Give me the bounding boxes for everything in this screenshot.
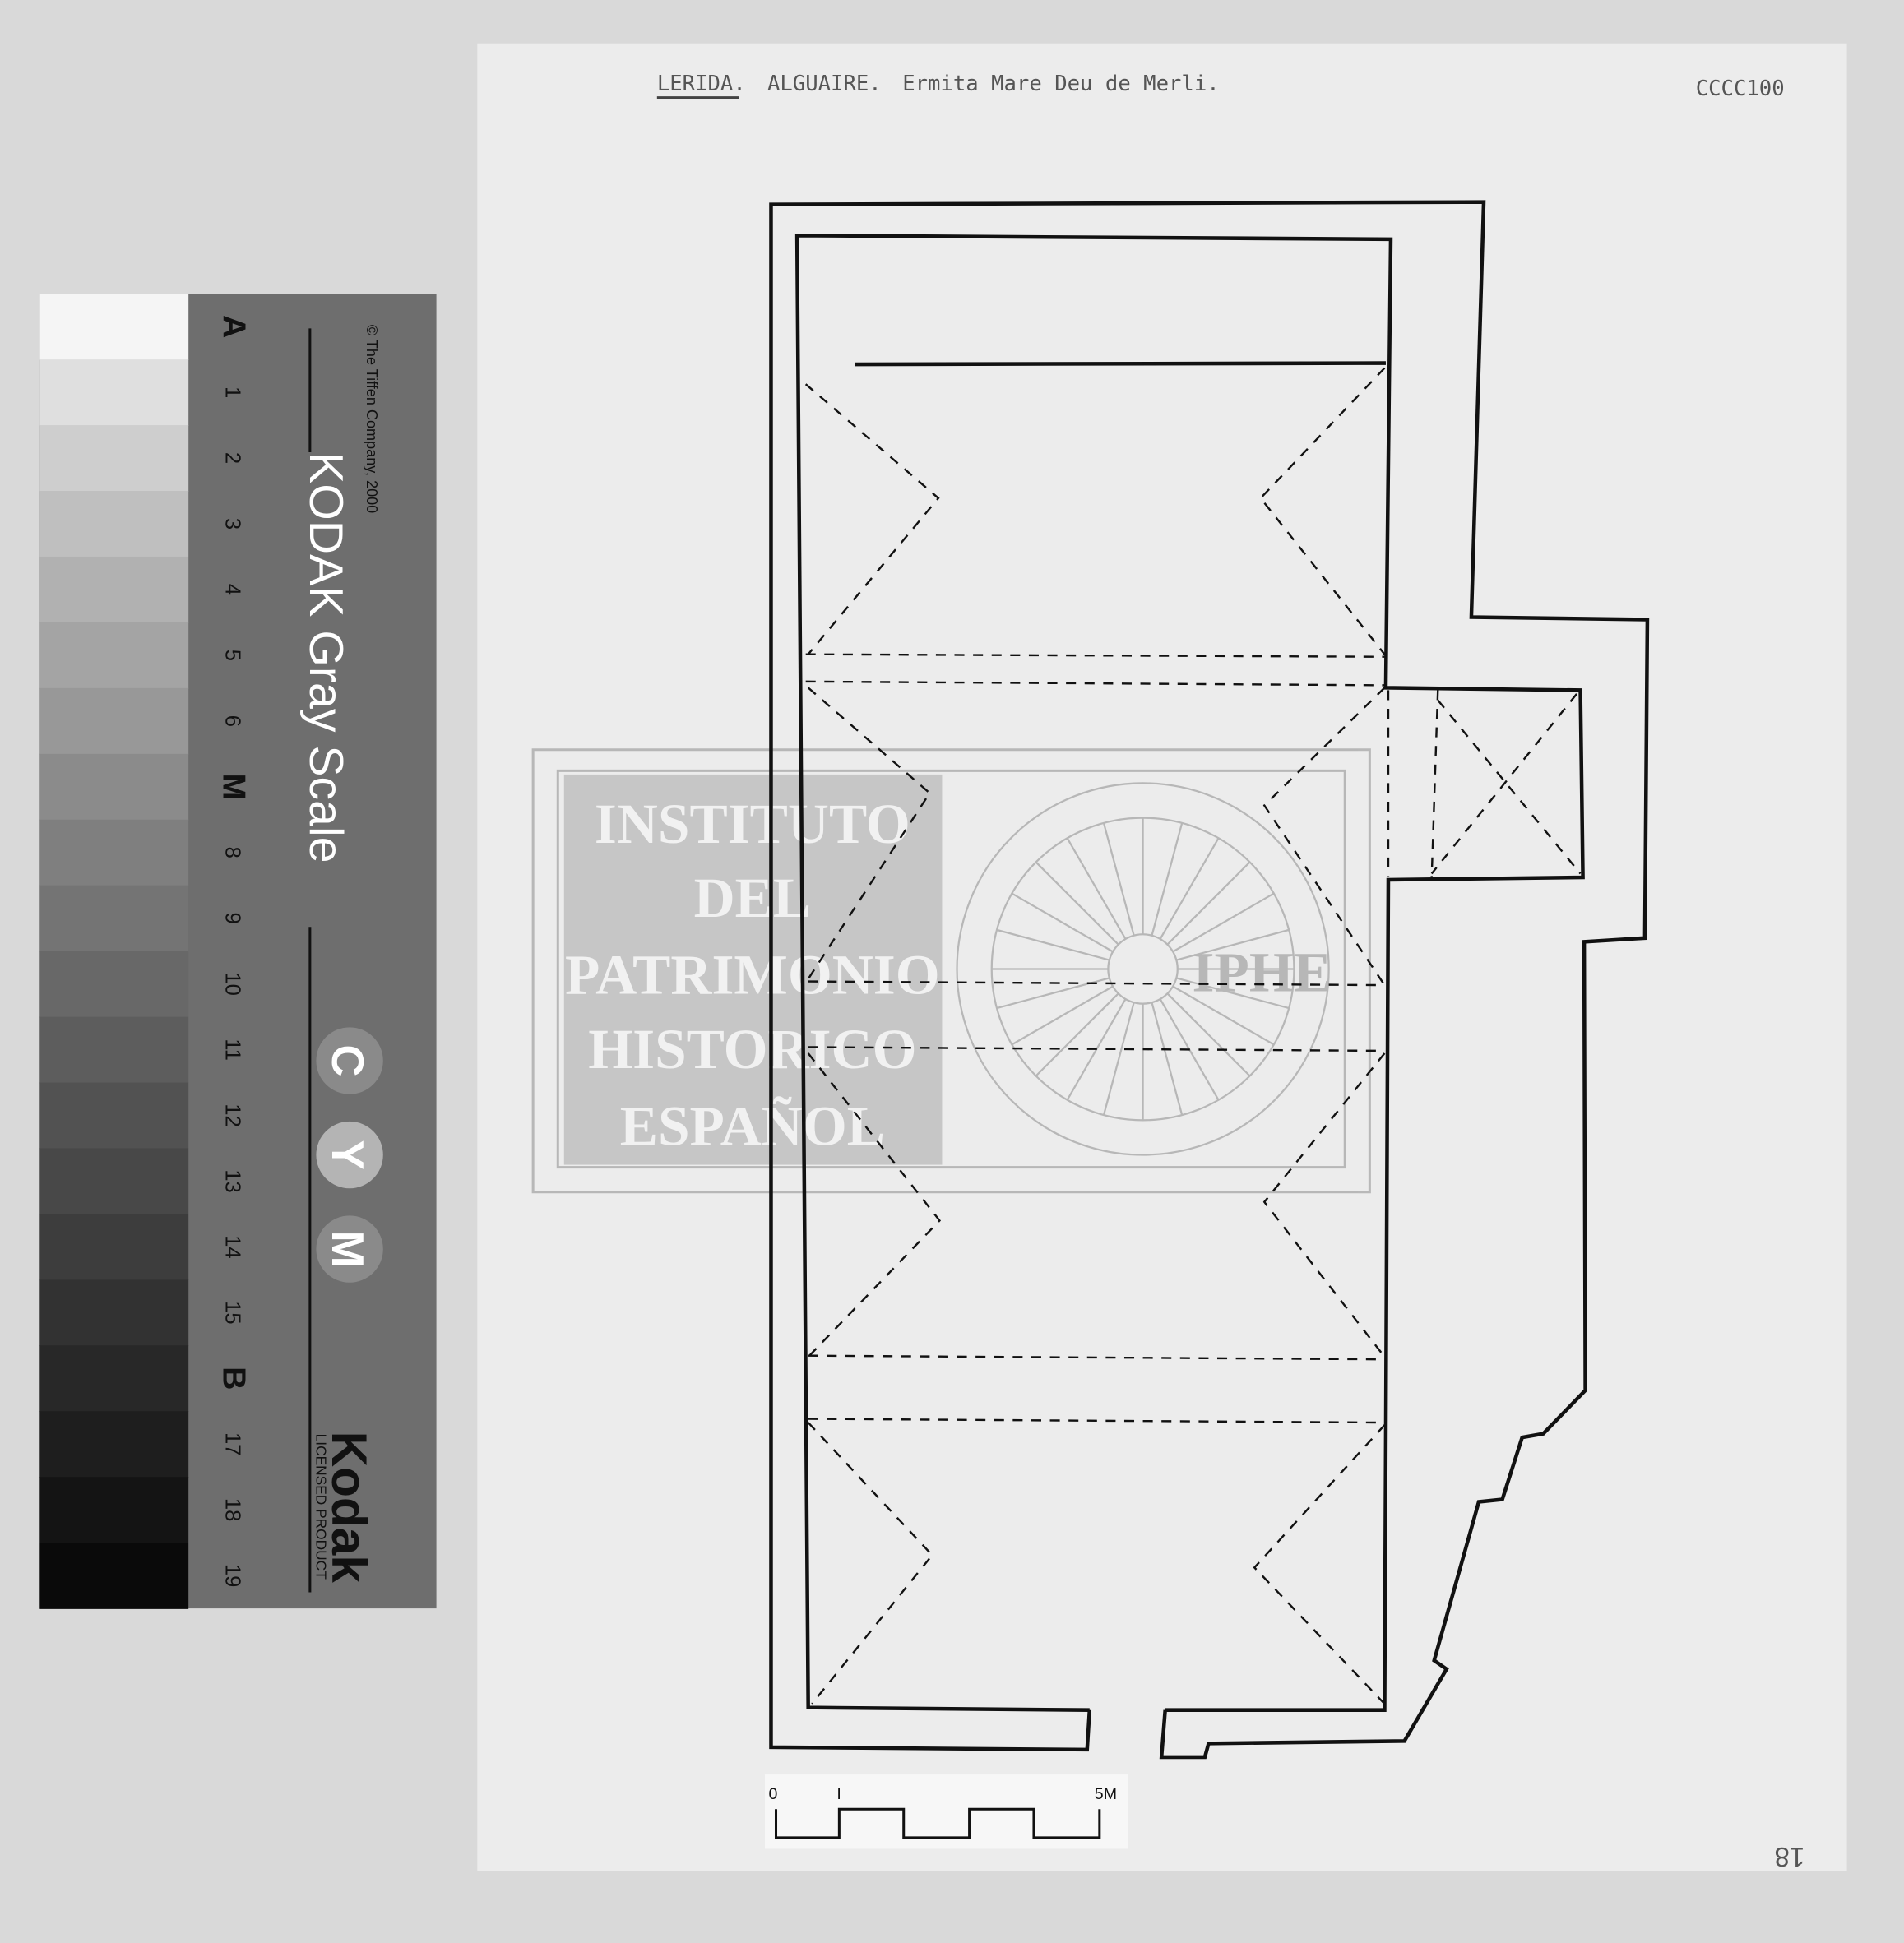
header-town: ALGUAIRE. [767,72,882,96]
rose-spoke [1172,892,1275,953]
rose-spoke [1011,892,1114,953]
card-title: KODAK Gray Scale [299,452,352,863]
header-building: Ermita Mare Deu de Merli. [902,72,1219,96]
watermark-line: INSTITUTO [595,792,910,855]
scale-start-label: 0 [768,1785,777,1803]
rose-spoke [1066,837,1127,940]
gray-patch [39,1345,189,1413]
header: LERIDA. ALGUAIRE. Ermita Mare Deu de Mer… [656,72,1785,101]
sheet-number: 18 [1774,1841,1804,1871]
gray-patch [39,1214,189,1281]
gray-patch [39,556,189,623]
paper-sheet [477,43,1847,1871]
gray-patch [39,491,189,557]
patch-label: M [215,773,251,800]
watermark-acronym: IPHE [1193,941,1332,1004]
patch-label: 15 [220,1301,243,1325]
gray-patch [39,1411,189,1478]
patch-label: 6 [220,715,243,727]
gray-patch [39,425,189,492]
gray-patch [39,1082,189,1150]
rose-spoke [1151,1002,1184,1116]
rose-spoke [1102,822,1135,937]
card-copyright: © The Tiffen Company, 2000 [364,325,380,513]
rose-spoke [1011,985,1114,1046]
rose-spoke [996,928,1110,961]
dot-y: Y [322,1140,372,1169]
gray-patch [39,1477,189,1543]
rose-window-emblem [956,782,1330,1156]
gray-patch [39,687,189,755]
presbytery-step [855,361,1386,367]
watermark-line: PATRIMONIO [565,943,940,1006]
rose-spoke [1172,985,1275,1046]
patch-label: 17 [220,1432,243,1456]
header-code: CCCC100 [1696,76,1785,101]
patch-label: 8 [220,847,243,858]
gray-patch [39,1016,189,1084]
kodak-logo: Kodak [322,1432,378,1584]
gray-patch [39,951,189,1018]
patch-label: 5 [220,650,243,661]
rose-spoke [1176,928,1290,961]
gray-patch [39,885,189,952]
patch-label: 3 [220,518,243,530]
dot-m: M [322,1230,372,1267]
gray-patch [39,294,189,360]
header-province: LERIDA. [657,72,746,96]
patch-label: 13 [220,1169,243,1192]
rose-spoke [1166,992,1251,1077]
dot-c: C [322,1044,372,1076]
patch-label: 18 [220,1498,243,1522]
watermark-inner-frame [556,769,1346,1169]
gray-patches [39,294,189,1609]
gray-patch [39,622,189,689]
watermark-text-block [563,774,943,1165]
gray-patch [39,1543,189,1609]
outer-wall [769,200,1650,1760]
patch-label: 4 [220,584,243,595]
floor-plan [769,200,1650,1760]
patch-label: 9 [220,913,243,924]
rose-spoke [1176,977,1290,1010]
inner-wall [794,234,1585,1712]
gray-patch [39,1148,189,1215]
watermark-line: DEL [694,866,812,929]
vault-dashed-lines [804,367,1582,1705]
gray-patch [39,1279,189,1347]
rose-spoke [1151,822,1184,937]
watermark-frame [531,748,1371,1194]
patch-label: 11 [220,1039,243,1061]
patch-label: 1 [220,386,243,398]
watermark-line: ESPAÑOL [620,1094,885,1157]
iphe-watermark: INSTITUTO DEL PATRIMONIO HISTORICO ESPAÑ… [531,748,1371,1194]
patch-label: 10 [220,972,243,995]
gray-patch [39,819,189,886]
cym-dots: C Y M [316,1027,383,1283]
rose-spoke [1102,1002,1135,1116]
rose-spoke [1035,992,1119,1077]
patch-label: 14 [220,1235,243,1258]
gray-patch [39,359,189,426]
patch-label: 19 [220,1564,243,1588]
scale-mid-label: I [836,1785,841,1803]
watermark-line: HISTORICO [588,1017,916,1080]
patch-label: 2 [220,452,243,464]
scale-end-label: 5M [1095,1785,1117,1803]
license-text: LICENSED PRODUCT [313,1434,329,1580]
patch-label: 12 [220,1103,243,1126]
gray-patch [39,753,189,821]
patch-label: A [215,315,251,338]
scale-bar: 0 I 5M [764,1774,1128,1849]
patch-label: B [215,1367,251,1390]
rose-spoke [1159,837,1220,940]
rose-spoke [1166,861,1251,946]
rose-spoke [1035,861,1119,946]
